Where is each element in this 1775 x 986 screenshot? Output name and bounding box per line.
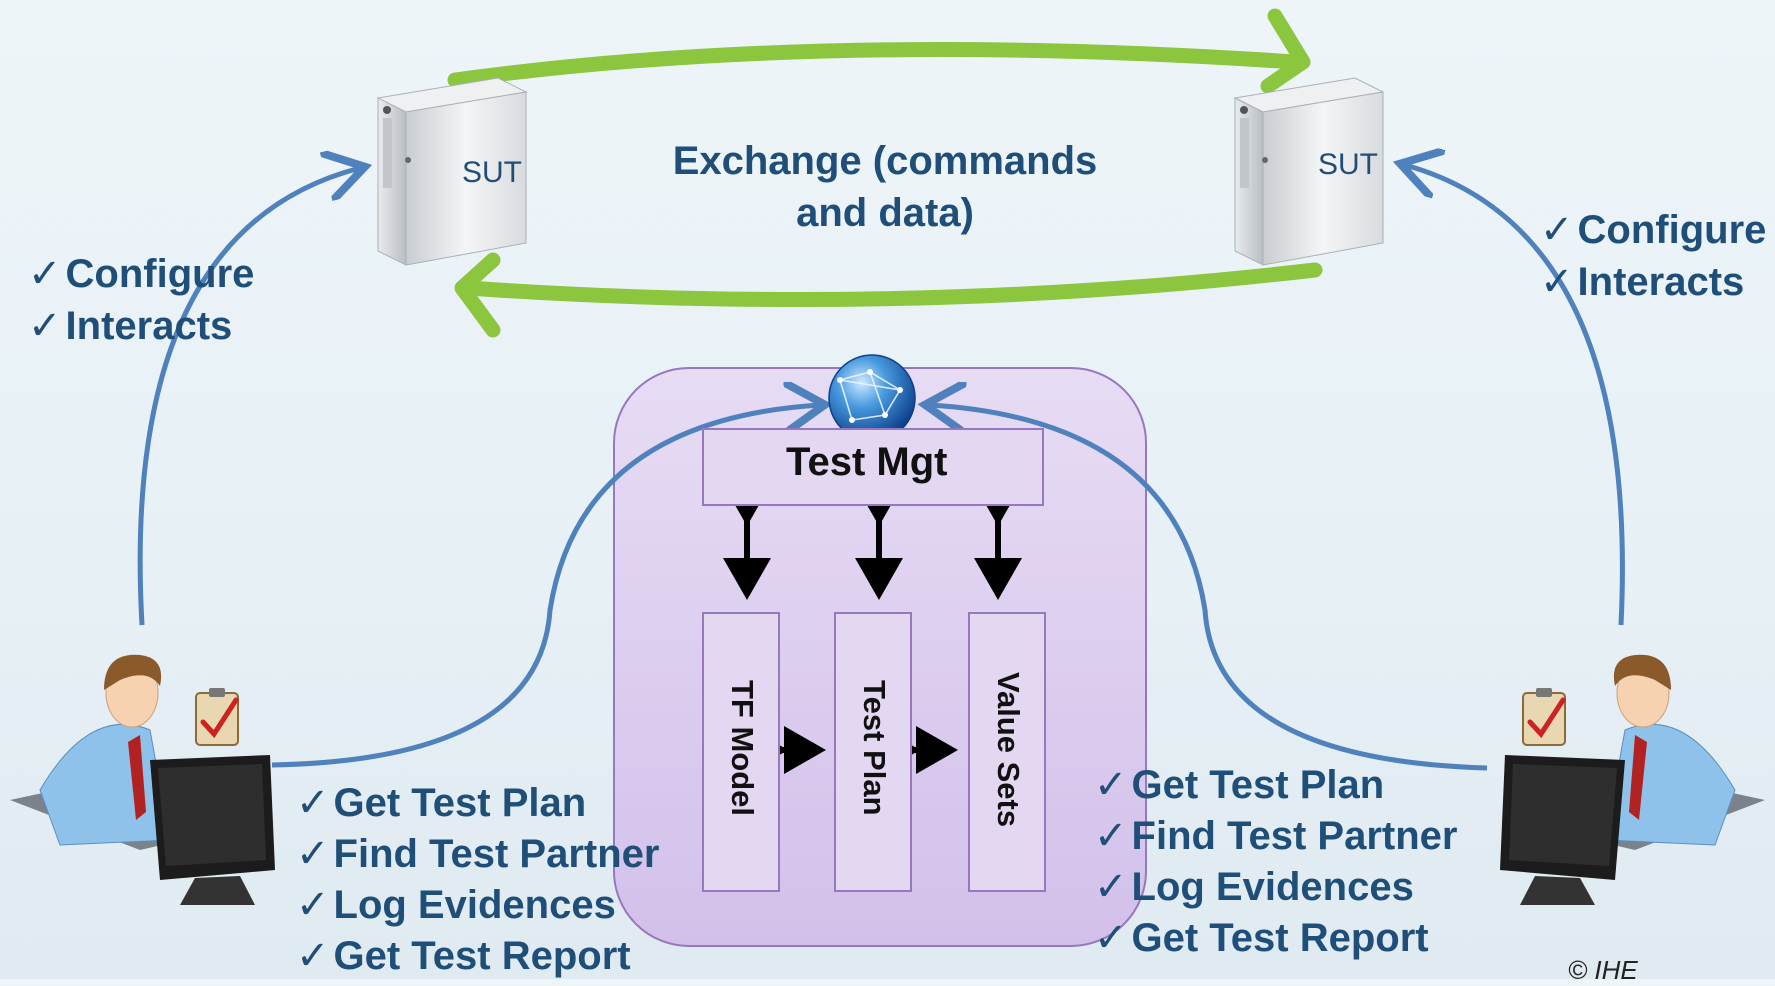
- left-tasks-list: Get Test Plan Find Test Partner Log Evid…: [296, 778, 660, 982]
- clipboard-icon: [1522, 688, 1566, 746]
- right-actions-list: Configure Interacts: [1540, 204, 1767, 308]
- clipboard-icon: [195, 688, 239, 746]
- right-task-item: Log Evidences: [1094, 862, 1458, 913]
- right-action-interacts: Interacts: [1540, 256, 1766, 308]
- copyright-notice: © IHE: [1568, 955, 1638, 985]
- tester-at-computer-icon: [1500, 654, 1765, 905]
- left-task-item: Log Evidences: [296, 880, 660, 931]
- test-plan-column: [834, 612, 912, 892]
- exchange-line-2: and data): [796, 191, 974, 235]
- tester-at-computer-icon: [10, 654, 275, 905]
- sut-left-label: SUT: [462, 156, 522, 189]
- test-mgt-box: [702, 428, 1044, 506]
- vertical-link-arrows: [723, 484, 1022, 600]
- exchange-arrow-top: [447, 8, 1311, 94]
- tf-model-column: [702, 612, 780, 892]
- test-plan-label: Test Plan: [857, 680, 892, 816]
- right-platform-arrow: [930, 405, 1488, 771]
- left-task-item: Get Test Plan: [296, 778, 660, 829]
- tf-model-label: TF Model: [725, 680, 760, 817]
- left-action-interacts: Interacts: [28, 300, 254, 352]
- exchange-line-1: Exchange (commands: [672, 139, 1098, 183]
- left-platform-arrow: [271, 405, 820, 768]
- left-action-configure: Configure: [28, 248, 255, 300]
- left-task-item: Find Test Partner: [296, 829, 660, 880]
- exchange-label: Exchange (commands and data): [640, 135, 1130, 239]
- server-icon: [1233, 77, 1385, 266]
- left-interaction-arrow: [137, 168, 360, 626]
- right-interaction-arrow: [1405, 165, 1625, 626]
- value-sets-column: [968, 612, 1046, 892]
- right-tasks-list: Get Test Plan Find Test Partner Log Evid…: [1094, 760, 1458, 964]
- right-task-item: Get Test Report: [1094, 913, 1458, 964]
- right-task-item: Find Test Partner: [1094, 811, 1458, 862]
- test-mgt-label: Test Mgt: [786, 440, 948, 484]
- right-action-configure: Configure: [1540, 204, 1767, 256]
- server-icon: [376, 77, 528, 266]
- left-actions-list: Configure Interacts: [28, 248, 255, 352]
- left-task-item: Get Test Report: [296, 931, 660, 982]
- value-sets-label: Value Sets: [991, 672, 1026, 828]
- sut-right-label: SUT: [1318, 148, 1378, 181]
- right-task-item: Get Test Plan: [1094, 760, 1458, 811]
- exchange-arrow-bottom: [454, 252, 1323, 338]
